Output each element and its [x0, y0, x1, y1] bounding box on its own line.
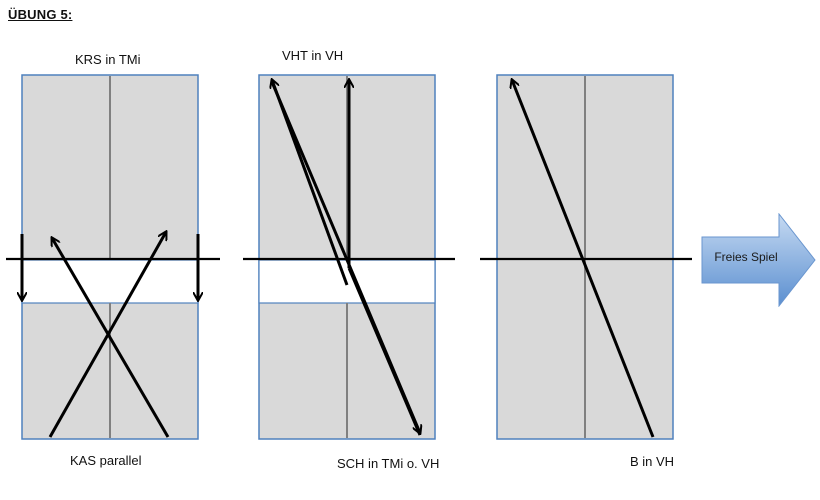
court-panel-1 — [6, 74, 220, 440]
court-panel-3 — [480, 74, 692, 440]
panel-2-bottom-label: SCH in TMi o. VH — [337, 456, 440, 471]
panel-3-bottom-label: B in VH — [630, 454, 675, 469]
drill-arrow — [52, 238, 170, 438]
drill-arrow — [512, 80, 655, 438]
panel-1-top-label: KRS in TMi — [75, 52, 141, 67]
exercise-title: ÜBUNG 5: — [8, 7, 73, 22]
drill-arrow — [347, 267, 422, 436]
drill-arrow — [48, 232, 166, 438]
next-step-label: Freies Spiel — [714, 250, 778, 264]
court-panel-2 — [243, 74, 455, 440]
next-step-arrow-icon — [701, 213, 816, 307]
panel-2-top-label: VHT in VH — [282, 48, 344, 63]
court-1-gap — [21, 259, 199, 304]
panel-1-bottom-label: KAS parallel — [70, 453, 142, 468]
drill-diagram — [6, 74, 692, 440]
